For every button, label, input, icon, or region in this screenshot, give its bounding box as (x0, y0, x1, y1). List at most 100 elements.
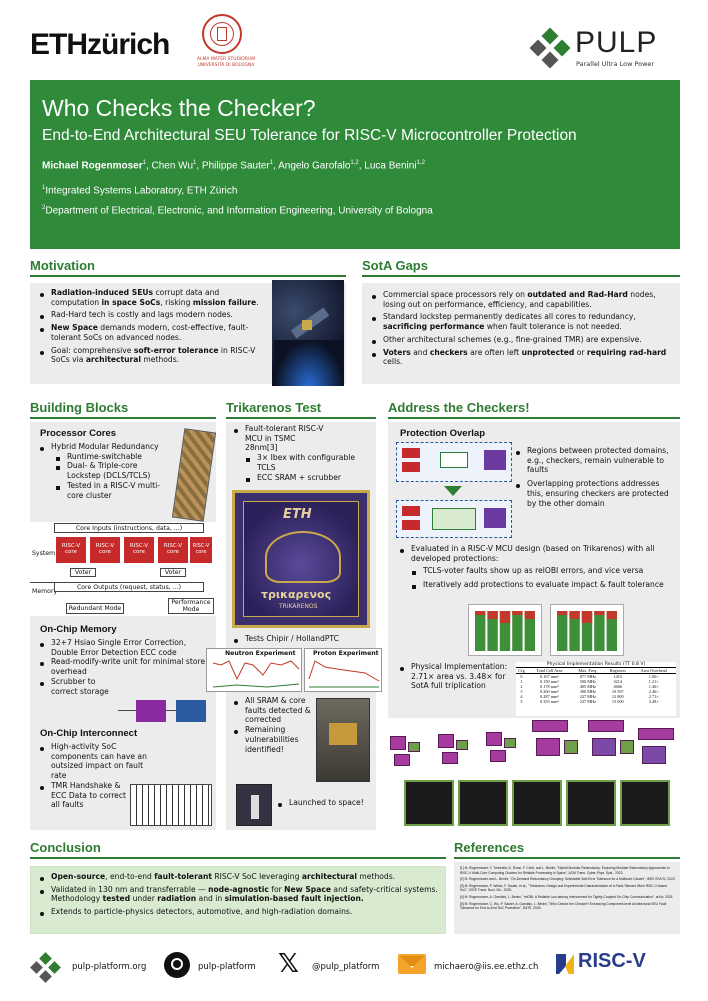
bar-segment (557, 611, 568, 651)
poster-subtitle: End-to-End Architectural SEU Tolerance f… (42, 127, 577, 144)
conclusion-box (30, 866, 446, 934)
ecc-diagram (118, 696, 212, 728)
bold-run: New Space (284, 884, 332, 894)
overlap-diagram (396, 442, 512, 538)
inter-item: TMR Handshake & ECC Data to correct all … (40, 781, 126, 810)
inter-list: High-activity SoC components can have an… (40, 742, 212, 810)
footer-x-link[interactable]: @pulp_platform (312, 962, 380, 972)
text-run: and in (196, 894, 225, 904)
pulp-tagline: Parallel Ultra Low Power (576, 60, 655, 68)
hmr-diagram: System Memory Core Inputs (instructions,… (30, 522, 216, 616)
bold-run: requiring rad-hard (586, 347, 667, 357)
bold-run: radiation (157, 894, 197, 904)
table-cell: 2.71× (648, 694, 659, 699)
text-run: are often left (467, 347, 522, 357)
reference-item: [2] M. Rogenmoser and L. Benini, "On-Dem… (460, 877, 676, 882)
table-cell: 4 (520, 694, 523, 699)
overlap-item: Overlapping protections addresses this, … (516, 479, 676, 508)
footer-mail-link[interactable]: michaero@iis.ee.ethz.ch (434, 962, 539, 972)
riscv-core: RISC-V core (90, 537, 120, 563)
riscv-core: RISC-V core (56, 537, 86, 563)
table-cell: 300 MHz (579, 689, 597, 694)
footer-website-link[interactable]: pulp-platform.org (72, 962, 147, 972)
eth-logo: ETHzürich (30, 28, 170, 61)
bar-segment (475, 611, 486, 615)
eval-item: Evaluated in a RISC-V MCU design (based … (400, 544, 674, 563)
bar-segment (594, 611, 605, 615)
redundant-mode-label: Redundant Mode (66, 603, 124, 614)
config-progression (388, 720, 680, 830)
table-cell: 3 (520, 689, 523, 694)
author: Angelo Garofalo (278, 160, 351, 172)
building-title: Building Blocks (30, 400, 129, 415)
bold-run: tested (102, 894, 131, 904)
eval-sub-item: Iteratively add protections to evaluate … (412, 580, 674, 590)
bold-run: architectural (301, 872, 357, 881)
list-item: Validated in 130 nm and transferrable — … (40, 885, 440, 904)
table-cell: 1 (520, 679, 523, 684)
layout-photo (458, 780, 508, 826)
author-affiliation-mark: 1 (142, 160, 146, 166)
text-run: Validated in 130 nm and transferrable — (51, 884, 209, 894)
references-title: References (454, 840, 525, 855)
bold-run: soft-error tolerance (133, 345, 219, 355)
bar-segment (512, 611, 523, 615)
building-rule (30, 417, 216, 419)
footer-github-link[interactable]: pulp-platform (198, 962, 256, 972)
eval-sub-item: TCLS-voter faults show up as relOBI erro… (412, 566, 674, 576)
mem-item: Read-modify-write unit for minimal store… (40, 657, 212, 676)
bar-segment (512, 611, 523, 651)
mem-item: 32+7 Hsiao Single Error Correction, Doub… (40, 638, 212, 657)
text-run: Standard lockstep permanently dedicates … (383, 312, 636, 322)
text-run: or (574, 347, 587, 357)
bold-run: sacrificing performance (383, 322, 485, 332)
trikarenos-sub-list: 3× Ibex with configurable TCLS ECC SRAM … (246, 453, 356, 482)
proc-sub-item: Runtime-switchable (56, 452, 171, 462)
bar-segment (487, 611, 498, 651)
chip-latin-name: TRIKARENOS (279, 603, 318, 610)
proc-item: Hybrid Modular Redundancy (40, 442, 210, 452)
bar-segment (475, 611, 486, 651)
author-affiliation-mark: 1,2 (350, 160, 359, 166)
conclusion-title: Conclusion (30, 840, 101, 855)
diagram-system-label: System (32, 550, 56, 557)
author: Philippe Sauter (201, 160, 270, 172)
motivation-rule (30, 275, 346, 277)
system-memory-divider (30, 582, 54, 583)
text-run: demands modern, cost-effective, fault-to… (51, 323, 249, 342)
results-item: Remaining vulnerabilities identified! (234, 725, 314, 754)
proc-sub-list: Runtime-switchable Dual- & Triple-core L… (56, 452, 171, 501)
bold-run: architectural (85, 355, 141, 365)
motivation-title: Motivation (30, 258, 95, 273)
affiliation: 1Integrated Systems Laboratory, ETH Züri… (42, 185, 238, 197)
table-cell: 2 (520, 684, 523, 689)
bold-run: Open-source (51, 872, 106, 881)
references-rule (454, 857, 680, 859)
table-cell: 1415 (613, 674, 623, 679)
table-cell: 237 MHz (579, 699, 597, 704)
author-affiliation-mark: 1 (193, 160, 197, 166)
reference-item: [1] M. Rogenmoser, Y. Tortorella, D. Ros… (460, 866, 670, 875)
text-run: and safety-critical systems. Methodology (51, 884, 438, 904)
table-cell: 0.150 mm² (539, 679, 559, 684)
sota-title: SotA Gaps (362, 258, 428, 273)
trikarenos-chip-photo: ETH τρικαρενος TRIKARENOS (232, 490, 370, 628)
riscv-logo-icon (556, 954, 574, 974)
footer-pulp-icon (30, 952, 61, 983)
bold-run: unprotected (521, 347, 575, 357)
launch-photo (236, 784, 272, 826)
list-item: Open-source, end-to-end fault-tolerant R… (40, 872, 440, 882)
phys-item: Physical Implementation: 2.71× area vs. … (400, 662, 512, 691)
performance-mode-label: Performance Mode (168, 598, 214, 614)
layout-photo (620, 780, 670, 826)
author: Michael Rogenmoser (42, 160, 143, 172)
text-run: under (130, 894, 158, 904)
riscv-logo: RISC-V (578, 950, 646, 972)
tests-item: Tests Chipir / HollandPTC (234, 634, 374, 644)
chip-eth-mark: ETH (283, 507, 312, 522)
phys-table: Physical Implementation Results (TT 0.8 … (516, 662, 676, 716)
table-cell: 5 (520, 699, 523, 704)
bar-segment (606, 611, 617, 619)
